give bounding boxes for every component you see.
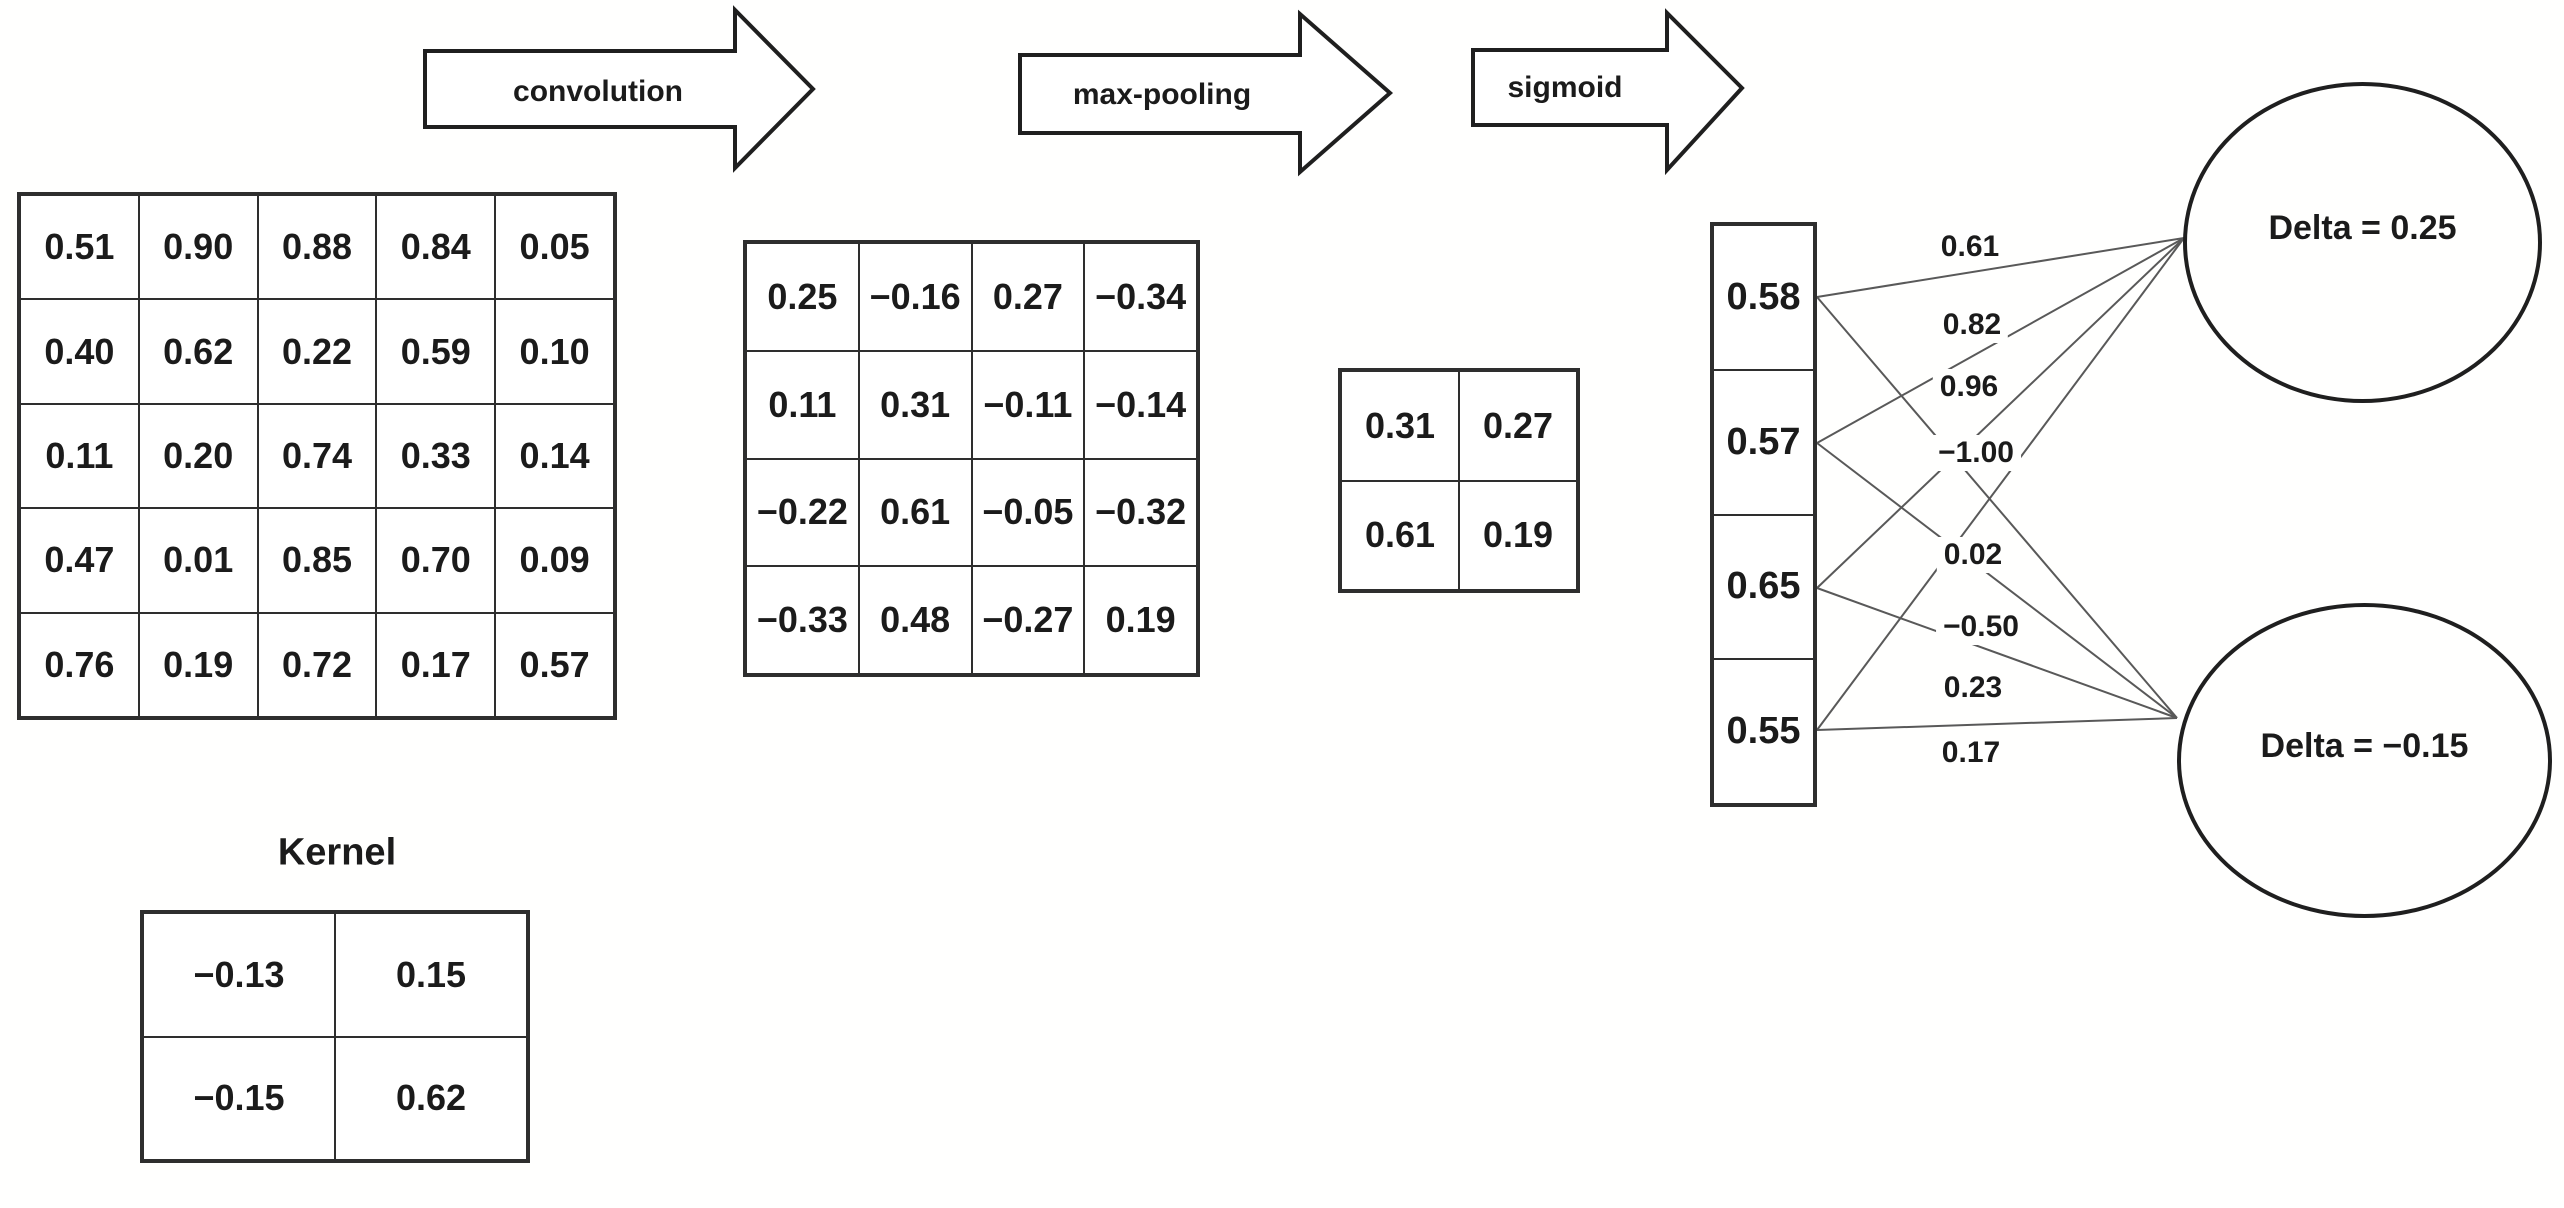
output-neuron-bottom-label: Delta = −0.15: [2260, 727, 2469, 765]
matrix-cell: 0.19: [1084, 566, 1197, 674]
matrix-cell: 0.19: [138, 612, 258, 717]
matrix-cell: 0.15: [335, 913, 527, 1037]
matrix-cell: 0.51: [20, 195, 139, 300]
matrix-cell: 0.33: [376, 403, 496, 509]
weight-label: −0.50: [1936, 609, 2026, 645]
output-neuron-bottom: Delta = −0.15: [2177, 603, 2552, 918]
matrix-cell: 0.90: [138, 195, 258, 300]
output-neuron-top-label: Delta = 0.25: [2268, 209, 2457, 247]
matrix-cell: 0.57: [495, 612, 614, 717]
matrix-cell: −0.32: [1084, 458, 1197, 567]
sigmoid-arrow-label: sigmoid: [1507, 71, 1623, 104]
matrix-cell: 0.72: [257, 612, 377, 717]
matrix-cell: 0.65: [1713, 514, 1814, 660]
matrix-cell: −0.15: [143, 1036, 335, 1160]
matrix-cell: 0.55: [1713, 659, 1814, 804]
matrix-cell: 0.31: [1341, 371, 1459, 481]
matrix-cell: 0.76: [20, 612, 139, 717]
matrix-cell: 0.05: [495, 195, 614, 300]
connection-line: [1816, 717, 2178, 731]
matrix-cell: 0.88: [257, 195, 377, 300]
weight-label: 0.17: [1934, 735, 2008, 771]
matrix-cell: 0.19: [1459, 480, 1577, 590]
matrix-cell: 0.09: [495, 508, 614, 613]
weight-label: 0.82: [1935, 307, 2009, 343]
matrix-cell: 0.62: [335, 1036, 527, 1160]
matrix-cell: 0.25: [746, 243, 859, 351]
matrix-cell: 0.62: [138, 299, 258, 404]
matrix-cell: 0.14: [495, 403, 614, 509]
matrix-cell: 0.11: [20, 403, 139, 509]
matrix-cell: 0.58: [1713, 225, 1814, 370]
matrix-cell: 0.84: [376, 195, 496, 300]
weight-label: −1.00: [1931, 435, 2021, 471]
matrix-cell: −0.33: [746, 566, 859, 674]
matrix-cell: −0.27: [971, 566, 1085, 674]
matrix-cell: 0.31: [858, 350, 972, 459]
matrix-cell: 0.20: [138, 403, 258, 509]
connection-line: [1816, 237, 2185, 589]
matrix-cell: 0.61: [1341, 480, 1459, 590]
matrix-cell: 0.61: [858, 458, 972, 567]
kernel-title: Kernel: [277, 831, 397, 874]
matrix-cell: −0.05: [971, 458, 1085, 567]
max-pooling-arrow-label: max-pooling: [1072, 78, 1252, 111]
matrix-cell: 0.22: [257, 299, 377, 404]
matrix-cell: −0.13: [143, 913, 335, 1037]
matrix-cell: −0.22: [746, 458, 859, 567]
matrix-cell: 0.59: [376, 299, 496, 404]
matrix-cell: 0.47: [20, 508, 139, 613]
matrix-cell: 0.27: [971, 243, 1085, 351]
matrix-cell: 0.17: [376, 612, 496, 717]
matrix-cell: 0.48: [858, 566, 972, 674]
matrix-cell: 0.11: [746, 350, 859, 459]
output-neuron-top: Delta = 0.25: [2183, 82, 2542, 403]
matrix-cell: −0.11: [971, 350, 1085, 459]
connection-line: [1816, 296, 2178, 719]
matrix-cell: 0.40: [20, 299, 139, 404]
matrix-cell: 0.74: [257, 403, 377, 509]
matrix-cell: −0.16: [858, 243, 972, 351]
matrix-cell: −0.14: [1084, 350, 1197, 459]
matrix-cell: 0.70: [376, 508, 496, 613]
matrix-cell: 0.01: [138, 508, 258, 613]
matrix-cell: 0.57: [1713, 369, 1814, 515]
weight-label: 0.23: [1936, 670, 2010, 706]
matrix-cell: −0.34: [1084, 243, 1197, 351]
convolution-arrow-label: convolution: [513, 75, 683, 108]
weight-label: 0.02: [1936, 537, 2010, 573]
weight-label: 0.61: [1933, 229, 2007, 265]
matrix-cell: 0.10: [495, 299, 614, 404]
matrix-cell: 0.85: [257, 508, 377, 613]
matrix-cell: 0.27: [1459, 371, 1577, 481]
weight-label: 0.96: [1932, 369, 2006, 405]
